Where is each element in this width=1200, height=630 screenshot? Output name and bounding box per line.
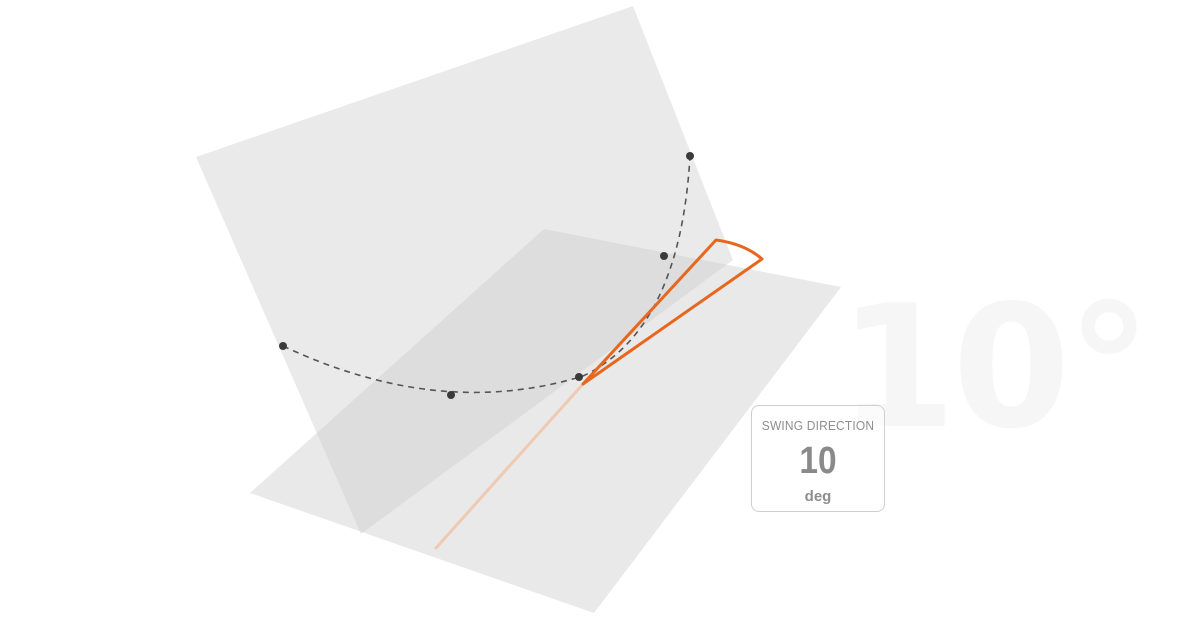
swing-path-point xyxy=(575,373,583,381)
target-line xyxy=(434,382,585,550)
swing-path-point xyxy=(686,152,694,160)
swing-direction-readout: SWING DIRECTION 10 deg xyxy=(751,405,885,512)
readout-value: 10 xyxy=(799,440,837,482)
swing-path-point xyxy=(279,342,287,350)
swing-path-point xyxy=(660,252,668,260)
readout-label: SWING DIRECTION xyxy=(761,418,875,433)
swing-direction-angle-wedge xyxy=(581,238,764,386)
vertical-swing-plane xyxy=(196,6,733,534)
ground-plane xyxy=(250,229,841,613)
readout-unit: deg xyxy=(804,488,832,505)
swing-path-point xyxy=(447,391,455,399)
